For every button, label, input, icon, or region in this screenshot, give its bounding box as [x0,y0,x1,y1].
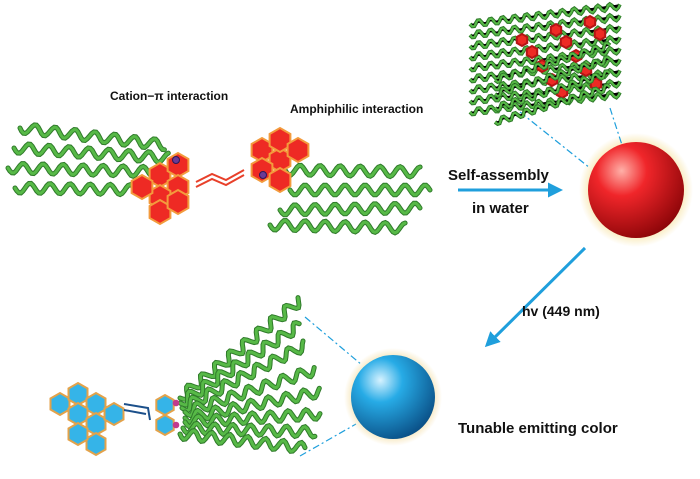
blue-ring-7 [85,431,107,457]
bottom-guide-lines [299,316,363,457]
alkyl-chain-right-1 [283,163,422,179]
alkyl-chain-left-4 [13,181,152,197]
alkyl-chains-left [5,122,171,198]
cyclobutane-linker [123,403,151,421]
alkyl-chain-bottom-6 [183,408,322,429]
alkyl-chain-bottom-4 [183,366,316,418]
sheet-ring-12 [593,26,607,42]
cation-marker-bottom-1 [172,399,180,407]
alkyl-chain-bottom-3 [180,339,305,413]
blue-ring-1 [49,391,71,417]
cation-marker-bottom-2 [172,421,180,429]
sheet-chain-front-2 [494,56,611,98]
red-ring-right-3 [268,126,292,154]
blue-nanosphere [351,355,435,439]
sheet-chain-4 [469,35,621,61]
alkyl-chain-bottom-5 [183,386,321,424]
sheet-chain-1 [469,2,621,28]
assembly-guide-lines [519,107,623,169]
sheet-chain-front-1 [494,42,611,84]
sheet-ring-11 [583,14,597,30]
irradiation-label: hv (449 nm) [522,303,600,319]
red-aromatic-core-left [130,151,190,226]
alkyl-chain-left-1 [18,123,166,152]
irradiation-arrow [484,246,587,348]
alkyl-chain-left-3 [6,162,167,179]
red-ring-right-6 [268,166,292,194]
blue-ring-3 [85,391,107,417]
blue-ring-2 [67,381,89,407]
sheet-chain-front-4 [494,84,611,126]
red-ring-right-4 [250,156,274,184]
blue-ring-6 [103,401,125,427]
cation-marker-left [172,156,180,164]
red-ring-right-5 [286,136,310,164]
tunable-color-label: Tunable emitting color [458,420,618,437]
sheet-ring-1 [515,32,529,48]
sheet-ring-7 [559,34,573,50]
red-ring-left-5 [130,173,154,201]
sheet-chain-front-3 [494,70,611,112]
in-water-label: in water [472,200,529,217]
blue-ring-5 [85,411,107,437]
alkyl-chains-bottom [177,295,323,454]
vinyl-linker [195,169,245,188]
pyridinium-ring-2 [155,413,175,437]
alkyl-chain-right-3 [278,201,422,217]
red-ring-left-7 [166,188,190,216]
alkyl-chain-bottom-7 [181,421,317,439]
alkyl-chains-right [267,162,433,236]
amphiphilic-label: Amphiphilic interaction [290,102,424,116]
blue-ring-4 [67,401,89,427]
sheet-ring-6 [549,22,563,38]
alkyl-chain-right-4 [268,218,407,235]
blue-ring-8 [67,421,89,447]
red-aromatic-core-right [250,126,310,194]
assembled-layer-illustration [468,1,622,127]
self-assembly-label: Self-assembly [448,167,549,184]
cation-pi-label: Cation−π interaction [110,89,229,103]
alkyl-chain-right-2 [288,183,432,197]
sheet-ring-2 [525,44,539,60]
alkyl-chain-bottom-8 [178,429,307,453]
alkyl-chain-bottom-2 [178,321,301,407]
pyridinium-ring-1 [155,393,175,417]
cation-marker-right [259,171,267,179]
alkyl-chain-left-2 [12,142,170,164]
red-nanosphere [588,142,684,238]
blue-aromatic-core [49,381,175,457]
